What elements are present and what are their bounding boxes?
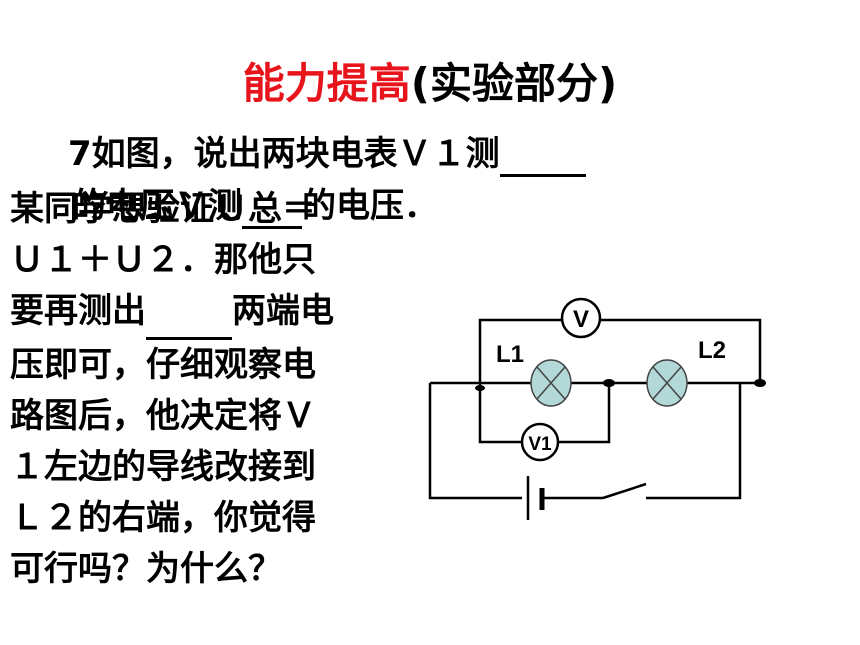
- junction-dot: [754, 379, 766, 387]
- question-7-text-2b: 的电压．: [302, 186, 438, 226]
- voltmeter-v-label: V: [573, 306, 589, 333]
- question-7-text-2a: 的电压Ｖ测: [72, 186, 242, 226]
- answer-blank-2: [242, 186, 302, 229]
- page-title: 能力提高(实验部分): [0, 50, 860, 111]
- paragraph-line-4: 压即可，仔细观察电: [10, 345, 316, 385]
- paragraph-line-3-tail: 两端电: [232, 291, 334, 331]
- paragraph-line-5: 路图后，他决定将Ｖ: [10, 396, 316, 436]
- answer-blank-3: [146, 286, 232, 340]
- voltmeter-v1-label: V1: [528, 434, 552, 455]
- voltmeter-v-icon: V: [560, 297, 602, 339]
- question-7-line2: 的电压Ｖ测 的电压．: [72, 178, 438, 229]
- junction-dot: [603, 379, 615, 387]
- lamp-l1-icon: [530, 359, 572, 407]
- paragraph-line-6: １左边的导线改接到: [10, 447, 316, 487]
- paragraph-line-7: Ｌ２的右端，你觉得: [10, 498, 316, 538]
- title-main: 能力提高: [242, 59, 411, 108]
- lamp-l2-icon: [646, 359, 688, 407]
- question-paragraph: 某同学想验证Ｕ总＝ Ｕ１＋Ｕ２．那他只 要再测出 两端电 压即可，仔细观察电 路…: [10, 184, 410, 595]
- paragraph-line-8: 可行吗？为什么？: [10, 549, 282, 589]
- paragraph-line-1: 某同学想验证Ｕ总＝: [10, 189, 316, 229]
- question-7-text: 7如图，说出两块电表Ｖ１测: [68, 134, 500, 174]
- answer-blank-1: [499, 134, 586, 177]
- question-7-line1: 7如图，说出两块电表Ｖ１测: [68, 126, 586, 177]
- lamp-l1-label: L1: [496, 341, 524, 368]
- paragraph-line-2: Ｕ１＋Ｕ２．那他只: [10, 240, 316, 280]
- voltmeter-v1-icon: V1: [520, 422, 560, 462]
- paragraph-line-3: 要再测出 两端电: [10, 286, 410, 340]
- junction-dot: [475, 385, 485, 391]
- circuit-wires: [428, 318, 762, 500]
- paragraph-line-3-head: 要再测出: [10, 291, 146, 331]
- title-sub: (实验部分): [410, 59, 618, 108]
- lamp-l2-label: L2: [698, 337, 726, 364]
